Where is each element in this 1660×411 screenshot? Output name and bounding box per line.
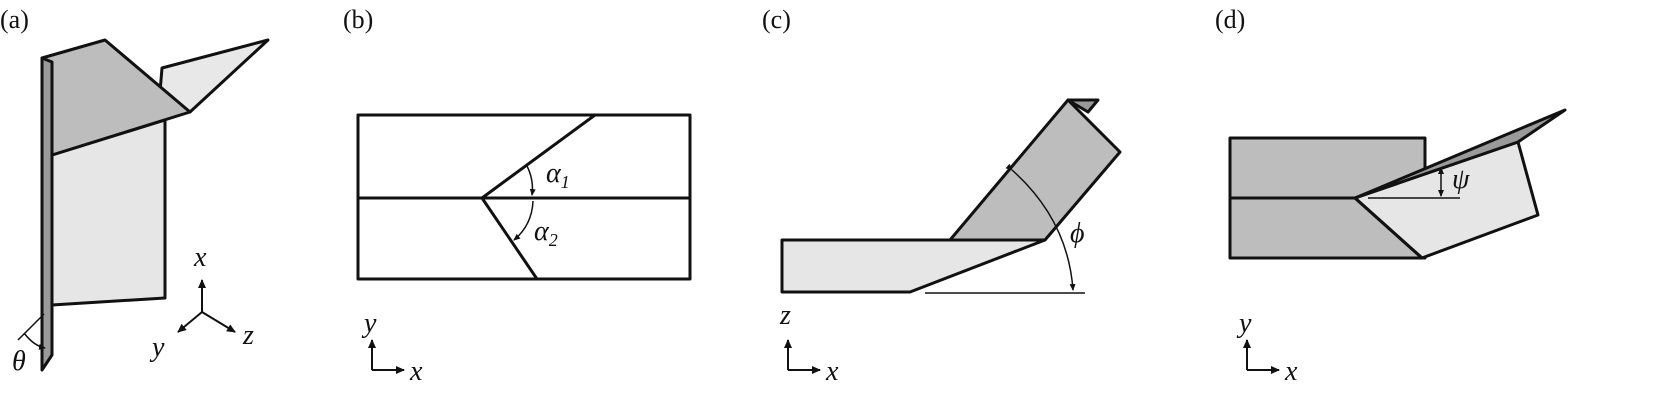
panel-b-alpha2-arc xyxy=(513,200,534,241)
panel-a-theta-label: θ xyxy=(12,346,26,377)
panel-a-theta-arc xyxy=(23,332,46,350)
panel-b-axis-y-label: y xyxy=(361,308,377,339)
panel-d-sliver xyxy=(1353,108,1567,200)
panel-a-axis-z-label: z xyxy=(242,320,254,351)
panel-c-raised-flap xyxy=(948,98,1122,242)
panel-a: (a) θ x y z xyxy=(0,5,270,377)
panel-b-axis-x-label: x xyxy=(409,356,423,387)
panel-c-axis-x-label: x xyxy=(825,356,839,387)
panel-d-psi-label: ψ xyxy=(1452,164,1470,195)
panel-c-phi-arc xyxy=(1005,163,1076,291)
panel-d-label: (d) xyxy=(1215,5,1245,34)
panel-a-fin xyxy=(40,56,54,372)
panel-a-label: (a) xyxy=(0,5,29,34)
panel-a-axis-y-label: y xyxy=(149,332,165,363)
panel-c-top-tab xyxy=(1066,98,1100,114)
panel-c: (c) ϕ z x xyxy=(762,5,1122,387)
panel-b-alpha1-label: α1 xyxy=(546,158,570,192)
panel-d: (d) ψ y x xyxy=(1215,5,1567,387)
panel-b-lower-crease xyxy=(480,197,539,280)
panel-c-base xyxy=(780,238,1047,294)
panel-c-label: (c) xyxy=(762,5,791,34)
panel-b: (b) α1 α2 y x xyxy=(343,5,692,387)
panel-d-diag-crease xyxy=(1353,196,1424,260)
panel-b-alpha2-label: α2 xyxy=(534,216,558,250)
panel-a-theta-ref xyxy=(17,313,45,341)
panel-a-axis-x-label: x xyxy=(193,242,207,273)
panel-d-axis-x-label: x xyxy=(1284,356,1298,387)
panel-b-upper-crease xyxy=(481,113,596,200)
panel-a-axis-y xyxy=(177,311,203,333)
panel-c-phi-label: ϕ xyxy=(1070,218,1085,249)
panel-d-axis-y-label: y xyxy=(1236,308,1252,339)
panel-b-alpha1-arc xyxy=(526,165,536,196)
panel-c-axis-z-label: z xyxy=(779,300,791,331)
panel-b-label: (b) xyxy=(343,5,373,34)
panel-a-axis-z xyxy=(201,311,236,333)
